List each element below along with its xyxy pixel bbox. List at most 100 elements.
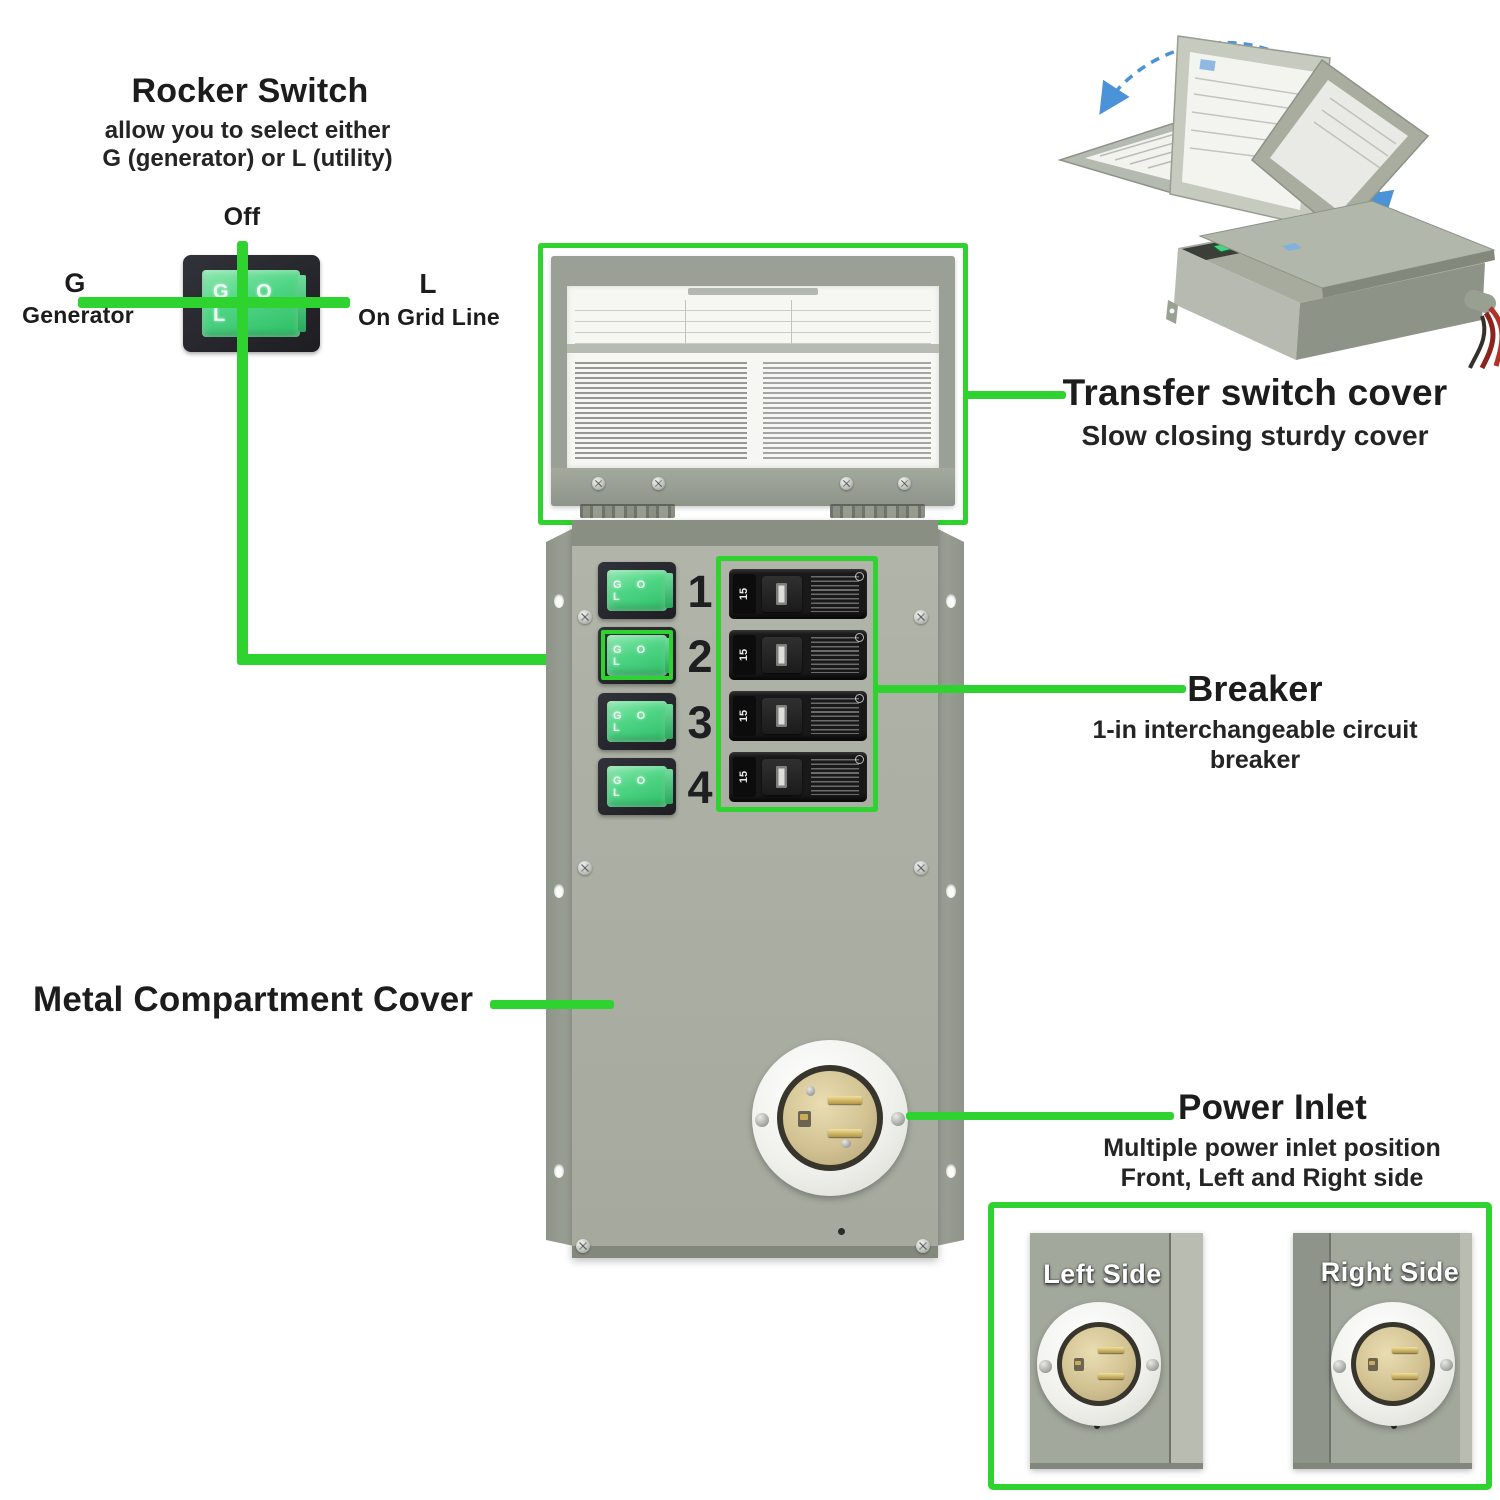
transfer-cover-callout-line <box>963 391 1066 399</box>
side-panel-edge <box>1460 1233 1472 1469</box>
panel-bottom-edge <box>572 1246 938 1258</box>
flange-hole <box>946 884 956 898</box>
certification-mark-icon <box>855 572 864 581</box>
panel-screw <box>578 610 592 624</box>
breaker-label-print <box>811 576 859 612</box>
inlet-flange-screw <box>890 1111 905 1126</box>
side-panel-bottom <box>1293 1463 1472 1469</box>
channel-number-1: 1 <box>687 566 713 617</box>
power-inlet-subtitle-line1: Multiple power inlet position <box>1103 1134 1441 1162</box>
label-table-divider <box>685 300 686 344</box>
label-fineprint-left <box>575 362 747 460</box>
rocker-desc-line2: G (generator) or L (utility) <box>102 145 393 172</box>
panel-rocker-switch-4: G O L <box>598 758 676 815</box>
panel-top-edge <box>572 520 938 546</box>
circuit-breaker-1: 15 <box>729 569 867 619</box>
breaker-label-print <box>811 637 859 673</box>
open-close-thumbnail <box>1057 35 1500 370</box>
cover-hinge-right <box>830 504 925 518</box>
inlet-flange-screw <box>1440 1359 1453 1372</box>
flange-hole <box>554 884 564 898</box>
panel-vent-hole <box>1094 1423 1100 1429</box>
breaker-toggle <box>762 698 802 734</box>
cover-screw <box>898 477 911 490</box>
power-inlet-subtitle-line2: Front, Left and Right side <box>1120 1164 1424 1192</box>
breaker-rating-tag: 15 <box>733 696 756 736</box>
breaker-callout-line <box>874 685 1186 693</box>
rocker-connector-line <box>237 654 609 665</box>
power-inlet-callout-line <box>906 1112 1174 1120</box>
cover-screw <box>652 477 665 490</box>
power-inlet-callout-subtitle: Multiple power inlet position Front, Lef… <box>1082 1133 1462 1193</box>
certification-mark-icon <box>855 755 864 764</box>
breaker-toggle <box>762 759 802 795</box>
channel-number-3: 3 <box>687 697 713 748</box>
breaker-callout-subtitle: 1-in interchangeable circuit breaker <box>1080 715 1430 775</box>
rocker-desc-line1: allow you to select either <box>104 117 391 144</box>
flange-hole <box>554 594 564 608</box>
side-panel-bottom <box>1030 1463 1203 1469</box>
breaker-rating-tag: 15 <box>733 757 756 797</box>
flange-hole <box>946 594 956 608</box>
panel-screw <box>916 1239 930 1253</box>
inlet-blade-bottom <box>1097 1372 1125 1379</box>
channel-number-2: 2 <box>687 631 713 682</box>
mounting-flange-left <box>546 528 574 1246</box>
breaker-subtitle-line1: 1-in interchangeable circuit <box>1092 716 1418 744</box>
panel-screw <box>578 861 592 875</box>
panel-rocker-face-1: G O L <box>607 570 673 611</box>
utility-letter: L <box>419 268 437 299</box>
certification-mark-icon <box>855 694 864 703</box>
rocker-switch-2-highlight-box <box>601 630 673 680</box>
inlet-neutral-pin <box>1367 1358 1379 1372</box>
breaker-label-print <box>811 759 859 795</box>
utility-label: On Grid Line <box>358 304 500 330</box>
inlet-face <box>783 1071 877 1165</box>
side-panel-edge <box>1293 1233 1329 1469</box>
transfer-switch-cover-open <box>551 256 955 506</box>
breaker-highlight-box <box>716 556 878 812</box>
generator-letter: G <box>64 268 86 298</box>
inlet-face-screw <box>805 1086 816 1096</box>
transfer-switch-box <box>1166 200 1500 370</box>
metal-cover-callout-title: Metal Compartment Cover <box>33 980 474 1019</box>
cover-screw <box>840 477 853 490</box>
breaker-rating-tag: 15 <box>733 574 756 614</box>
circuit-breaker-4: 15 <box>729 752 867 802</box>
power-inlet-callout-title: Power Inlet <box>1178 1088 1367 1127</box>
metal-cover-callout-line <box>490 1000 614 1009</box>
panel-rocker-switch-3: G O L <box>598 693 676 750</box>
power-inlet-front <box>752 1040 908 1196</box>
panel-rocker-face-3: G O L <box>607 701 673 742</box>
inlet-face-screw <box>841 1138 851 1148</box>
inlet-neutral-pin <box>798 1110 812 1128</box>
channel-number-4: 4 <box>687 762 713 813</box>
cover-spec-label <box>567 286 939 468</box>
panel-rocker-switch-1: G O L <box>598 562 676 619</box>
certification-mark-icon <box>855 633 864 642</box>
panel-screw <box>914 861 928 875</box>
circuit-breaker-3: 15 <box>729 691 867 741</box>
flange-hole <box>946 1164 956 1178</box>
breaker-toggle <box>762 637 802 673</box>
rocker-callout-title: Rocker Switch <box>131 72 369 110</box>
transfer-cover-highlight-box <box>538 243 968 525</box>
power-inlet-left-side <box>1037 1302 1161 1426</box>
power-inlet-right-side <box>1331 1302 1455 1426</box>
panel-rocker-face-4: G O L <box>607 766 673 807</box>
left-side-label: Left Side <box>1043 1259 1162 1289</box>
mounting-flange-right <box>936 528 964 1246</box>
rocker-callout-desc: allow you to select either G (generator)… <box>55 117 440 173</box>
cover-bottom-strip <box>551 468 955 506</box>
label-header-text <box>688 288 818 295</box>
right-side-label: Right Side <box>1320 1257 1460 1287</box>
panel-screw <box>914 610 928 624</box>
side-panel-seam <box>1329 1233 1331 1469</box>
inlet-blade-top <box>1391 1346 1419 1353</box>
label-mid-band <box>567 344 939 353</box>
flange-hole <box>554 1164 564 1178</box>
transfer-cover-callout-subtitle: Slow closing sturdy cover <box>1081 420 1429 451</box>
inlet-flange-screw <box>1039 1360 1052 1373</box>
inlet-blade-top <box>828 1096 862 1104</box>
